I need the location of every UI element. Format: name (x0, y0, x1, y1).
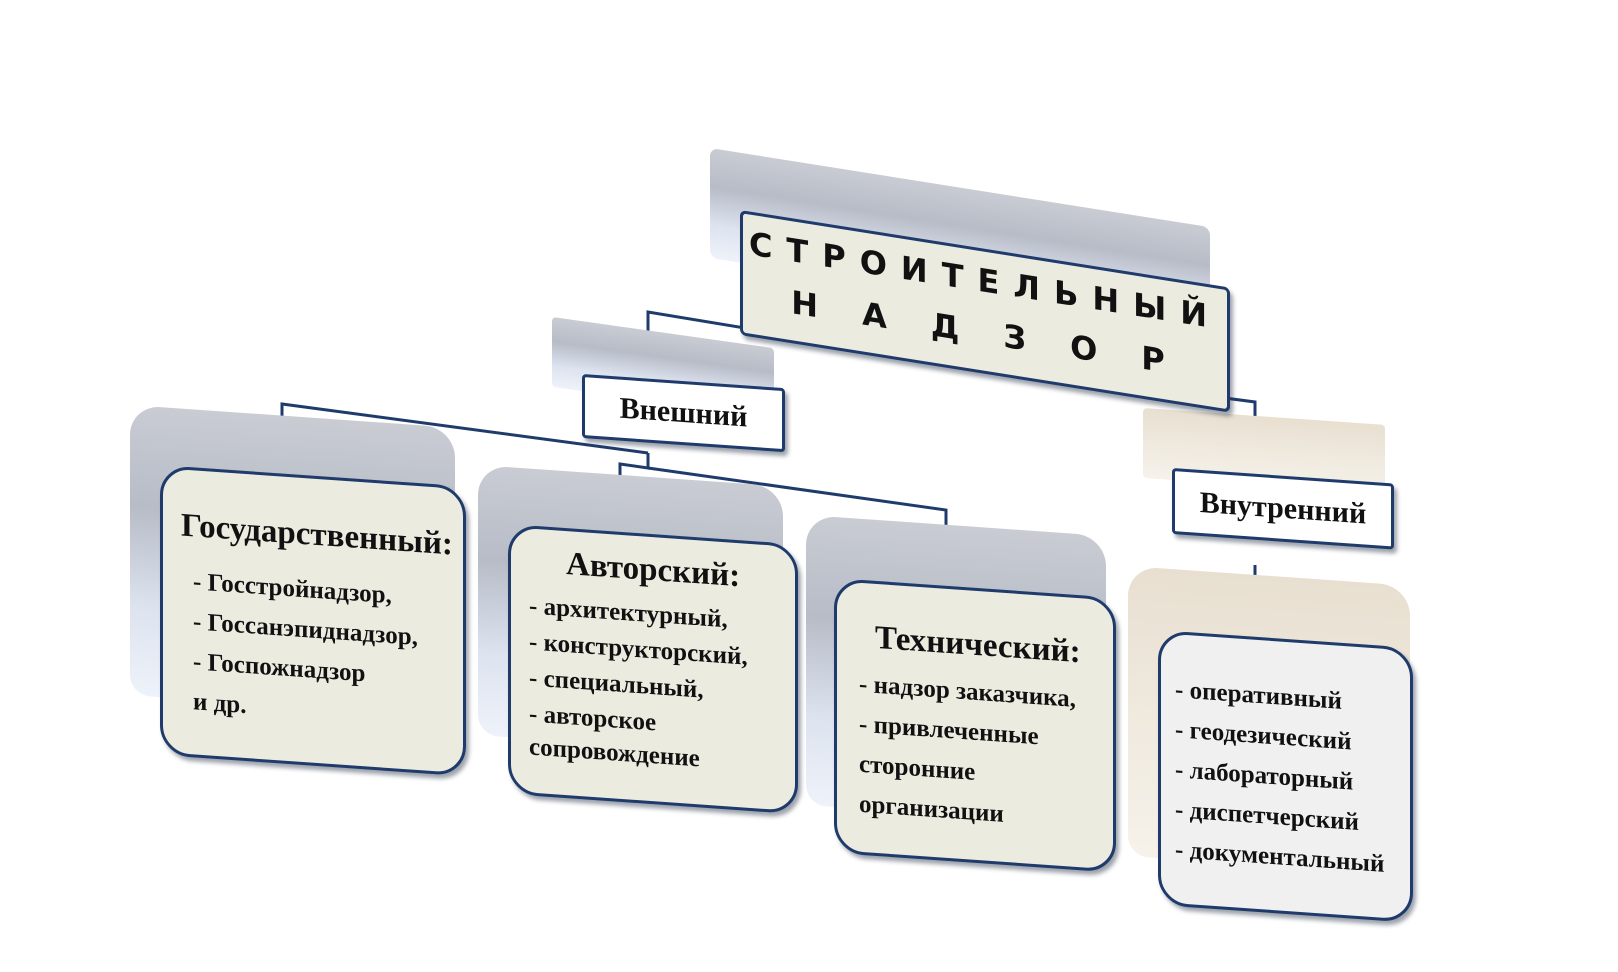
internal-label: Внутренний (1199, 485, 1367, 531)
internal-list-box: - оперативный - геодезический - лаборато… (1158, 630, 1413, 923)
internal-items: - оперативный - геодезический - лаборато… (1175, 670, 1384, 885)
state-title: Государственный: (181, 507, 453, 563)
external-label: Внешний (619, 391, 748, 434)
technical-items: - надзор заказчика, - привлеченные сторо… (859, 665, 1076, 840)
technical-box: Технический: - надзор заказчика, - привл… (834, 578, 1116, 873)
author-box: Авторский: - архитектурный, - конструкто… (508, 524, 798, 815)
technical-title: Технический: (875, 619, 1081, 671)
author-title: Авторский: (566, 546, 741, 595)
author-items: - архитектурный, - конструкторский, - сп… (529, 588, 748, 777)
state-box: Государственный: - Госстройнадзор, - Гос… (160, 465, 466, 777)
state-items: - Госстройнадзор, - Госсанэпиднадзор, - … (193, 562, 418, 738)
